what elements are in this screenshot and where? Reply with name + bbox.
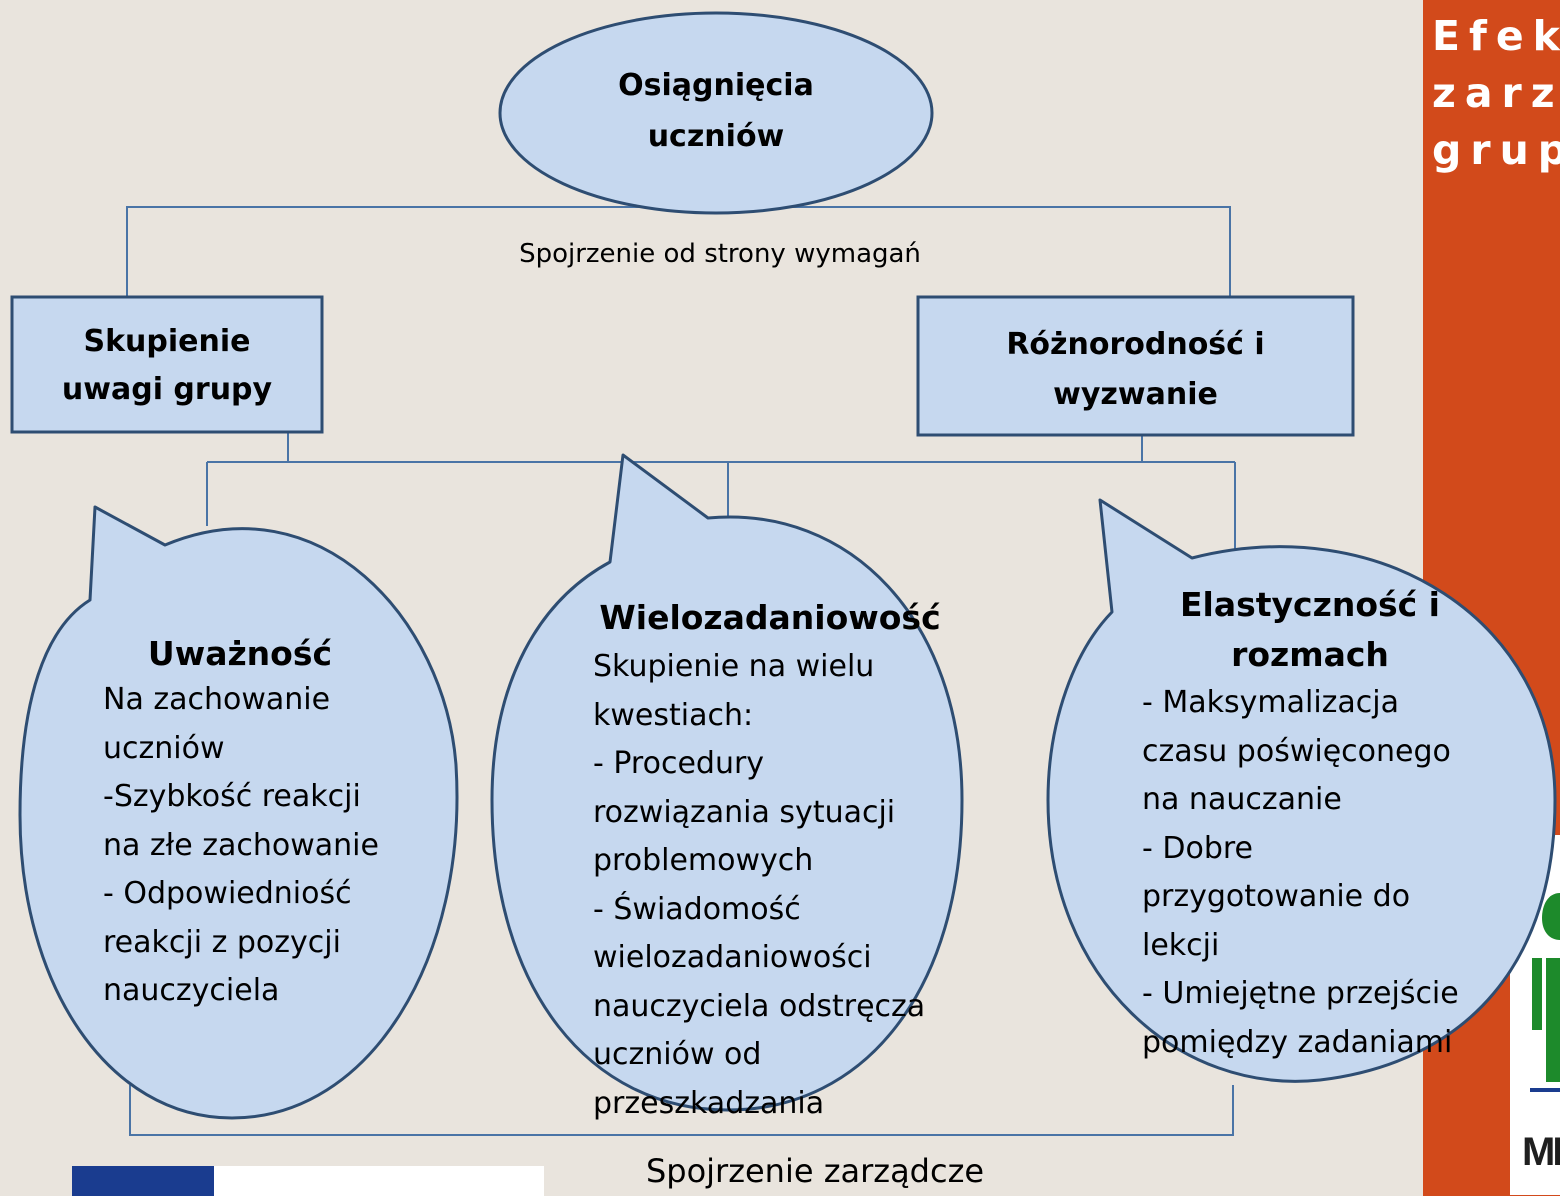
right-box-shape: [916, 295, 1355, 437]
bubble-middle-line: rozwiązania sytuacji: [593, 794, 896, 830]
bubble-left-title: Uważność: [80, 630, 400, 678]
top-node-label: Osiągnięcia uczniów: [560, 60, 872, 162]
bubble-right-title-line: rozmach: [1231, 635, 1389, 674]
side-title-line: grup: [1432, 126, 1560, 174]
bubble-right-shape: [1046, 498, 1557, 1083]
bottom-caption: Spojrzenie zarządcze: [645, 1152, 985, 1190]
left-box-line: Skupienie: [83, 324, 251, 359]
bubble-right-line: na nauczanie: [1142, 782, 1342, 817]
bubble-right-line: lekcji: [1142, 927, 1220, 963]
bubble-middle-body: Skupienie na wielu kwestiach: - Procedur…: [593, 643, 925, 1128]
bubble-right-line: przygotowanie do: [1142, 879, 1411, 914]
bubble-left-line: - Odpowiedniość: [103, 876, 352, 911]
bubble-middle-line: przeszkadzania: [593, 1085, 825, 1121]
bubble-middle-line: nauczyciela odstręcza: [593, 988, 926, 1024]
logo-fragment-text: MI: [1522, 1130, 1560, 1174]
bubble-left-shape: [18, 505, 459, 1120]
bubble-middle-line: Skupienie na wielu: [593, 649, 875, 684]
left-box-label: Skupienie uwagi grupy: [12, 318, 322, 414]
bubble-right-line: - Maksymalizacja: [1142, 685, 1400, 720]
left-box-line: uwagi grupy: [61, 372, 273, 407]
side-title-line: zarz: [1432, 69, 1560, 117]
bubble-middle-shape: [490, 453, 964, 1112]
bubble-middle-title: Wielozadaniowość: [570, 594, 970, 642]
bubble-right-line: pomiędzy zadaniami: [1142, 1024, 1453, 1060]
bubble-left-title-line: Uważność: [147, 634, 333, 673]
bubble-left-line: -Szybkość reakcji: [103, 779, 361, 814]
bubble-middle-line: problemowych: [593, 843, 814, 878]
right-box-line: Różnorodność i: [1006, 327, 1265, 362]
bubble-middle-line: kwestiach:: [593, 697, 754, 733]
bubble-right-body: - Maksymalizacja czasu poświęconego na n…: [1142, 679, 1459, 1067]
bubble-left-line: uczniów: [103, 730, 225, 766]
side-title: Efek zarz grup: [1432, 8, 1560, 179]
bubble-right-title: Elastyczność i rozmach: [1130, 580, 1490, 680]
side-title-line: Efek: [1432, 12, 1560, 60]
bubble-left-line: Na zachowanie: [103, 682, 331, 717]
right-box-line: wyzwanie: [1053, 377, 1218, 412]
bubble-left-line: na złe zachowanie: [103, 827, 379, 863]
left-box-shape: [10, 295, 324, 434]
bubble-right-title-line: Elastyczność i: [1180, 585, 1440, 624]
bubble-right-line: - Umiejętne przejście: [1142, 976, 1459, 1011]
bubble-left-body: Na zachowanie uczniów -Szybkość reakcji …: [103, 676, 379, 1016]
bubble-right-line: czasu poświęconego: [1142, 733, 1451, 769]
eu-logo-icon: [72, 1166, 544, 1196]
bubble-middle-line: - Świadomość: [593, 891, 801, 927]
top-node-shape: [498, 11, 934, 215]
top-node-line: uczniów: [647, 119, 785, 154]
right-box-label: Różnorodność i wyzwanie: [918, 320, 1353, 420]
bubble-middle-line: wielozadaniowości: [593, 940, 872, 975]
bubble-middle-line: - Procedury: [593, 746, 765, 781]
bubble-right-line: - Dobre: [1142, 830, 1253, 866]
bubble-middle-title-line: Wielozadaniowość: [599, 598, 941, 637]
top-caption: Spojrzenie od strony wymagań: [519, 239, 921, 269]
bubble-left-line: reakcji z pozycji: [103, 924, 341, 960]
bubble-left-line: nauczyciela: [103, 973, 280, 1008]
bubble-middle-line: uczniów od: [593, 1037, 762, 1072]
top-node-line: Osiągnięcia: [618, 68, 814, 103]
